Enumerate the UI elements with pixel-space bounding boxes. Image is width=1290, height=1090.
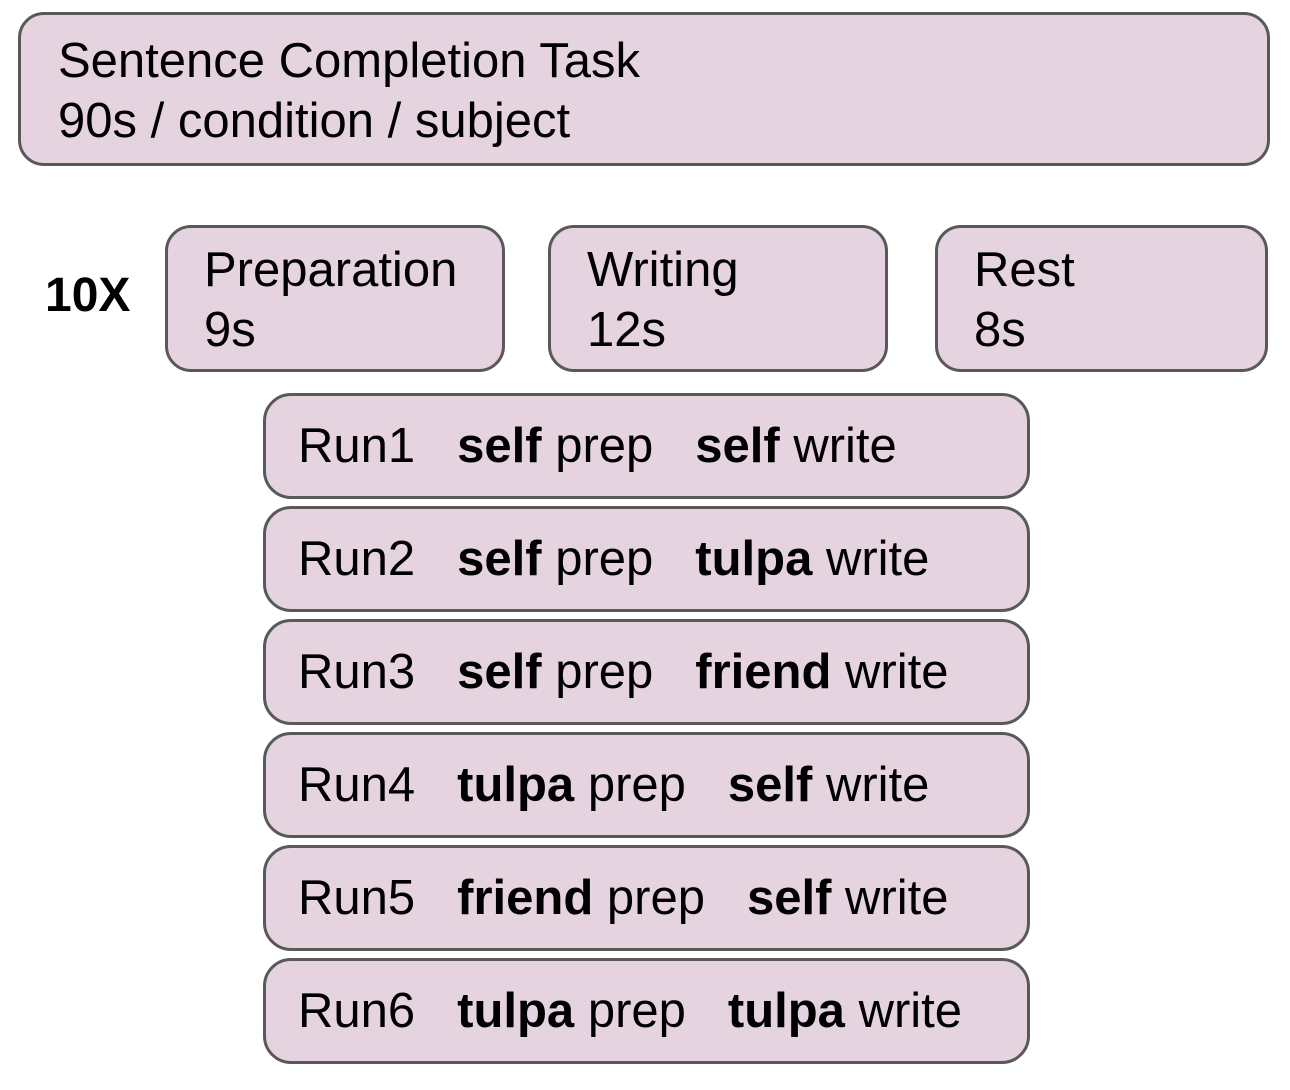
run-row-2: Run2 self prep tulpa write: [263, 506, 1030, 612]
write-agent: tulpa: [695, 532, 813, 586]
phase-name: Rest: [974, 243, 1075, 297]
write-word: write: [858, 984, 963, 1038]
phase-duration: 9s: [204, 303, 256, 357]
run-label: Run3: [298, 645, 416, 699]
write-agent: friend: [695, 645, 832, 699]
run-label: Run6: [298, 984, 416, 1038]
phase-box-preparation: Preparation 9s: [165, 225, 505, 372]
run-label: Run2: [298, 532, 416, 586]
task-title-box: Sentence Completion Task 90s / condition…: [18, 12, 1270, 166]
write-condition: self write: [728, 757, 930, 813]
write-agent: self: [695, 419, 780, 473]
repeat-count-label: 10X: [45, 269, 131, 322]
prep-agent: self: [457, 532, 542, 586]
task-title-line1: Sentence Completion Task: [58, 34, 640, 88]
write-agent: self: [727, 758, 813, 812]
run-row-1: Run1 self prep self write: [263, 393, 1030, 499]
write-condition: friend write: [695, 644, 948, 700]
write-word: write: [845, 645, 949, 699]
write-agent: tulpa: [727, 984, 845, 1038]
task-title-line2: 90s / condition / subject: [58, 94, 571, 148]
prep-condition: self prep: [457, 531, 653, 587]
prep-word: prep: [555, 645, 654, 699]
prep-word: prep: [587, 758, 686, 812]
write-condition: tulpa write: [728, 983, 962, 1039]
prep-agent: tulpa: [457, 758, 575, 812]
phase-box-rest: Rest 8s: [935, 225, 1268, 372]
run-row-6: Run6 tulpa prep tulpa write: [263, 958, 1030, 1064]
prep-word: prep: [555, 532, 654, 586]
phase-duration: 8s: [974, 303, 1026, 357]
write-condition: self write: [747, 870, 949, 926]
write-condition: self write: [695, 418, 897, 474]
prep-condition: tulpa prep: [457, 983, 686, 1039]
run-row-4: Run4 tulpa prep self write: [263, 732, 1030, 838]
phase-box-writing: Writing 12s: [548, 225, 888, 372]
prep-agent: self: [457, 645, 542, 699]
run-label: Run1: [298, 419, 416, 473]
phase-duration: 12s: [587, 303, 667, 357]
prep-condition: self prep: [457, 644, 653, 700]
run-row-3: Run3 self prep friend write: [263, 619, 1030, 725]
phase-name: Writing: [587, 243, 739, 297]
write-word: write: [825, 532, 930, 586]
prep-condition: self prep: [457, 418, 653, 474]
prep-agent: self: [457, 419, 542, 473]
prep-word: prep: [555, 419, 654, 473]
run-label: Run5: [298, 871, 416, 925]
prep-word: prep: [587, 984, 686, 1038]
prep-condition: tulpa prep: [457, 757, 686, 813]
prep-agent: tulpa: [457, 984, 575, 1038]
write-agent: self: [746, 871, 832, 925]
write-word: write: [845, 871, 949, 925]
write-word: write: [793, 419, 897, 473]
prep-condition: friend prep: [457, 870, 705, 926]
prep-agent: friend: [457, 871, 594, 925]
write-condition: tulpa write: [695, 531, 929, 587]
phase-name: Preparation: [204, 243, 458, 297]
prep-word: prep: [606, 871, 705, 925]
write-word: write: [825, 758, 930, 812]
run-label: Run4: [298, 758, 416, 812]
run-row-5: Run5 friend prep self write: [263, 845, 1030, 951]
